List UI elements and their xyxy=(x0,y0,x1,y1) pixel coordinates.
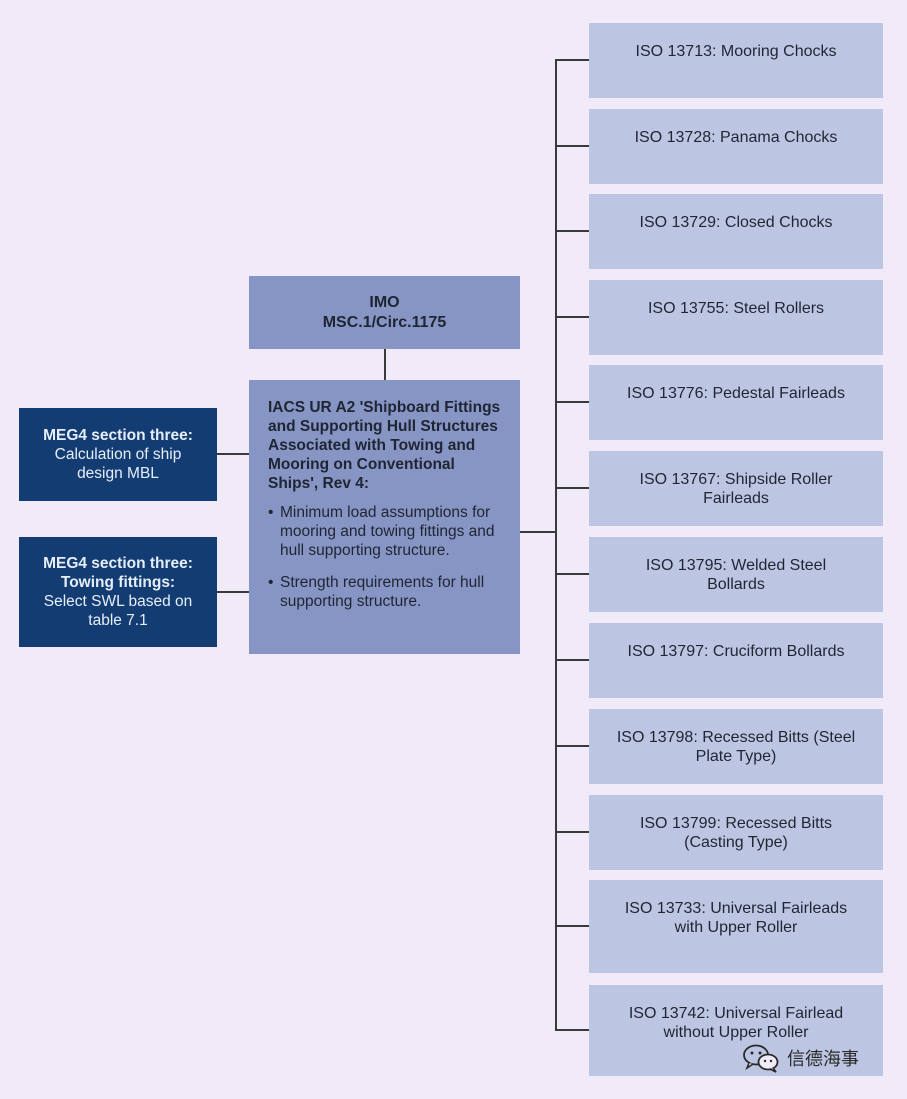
iso-box: ISO 13755: Steel Rollers xyxy=(589,280,883,355)
iso-label: ISO 13729: Closed Chocks xyxy=(639,214,833,231)
imo-title: IMO xyxy=(369,293,400,311)
iso-box: ISO 13729: Closed Chocks xyxy=(589,194,883,269)
iso-label: ISO 13799: Recessed Bitts (Casting Type) xyxy=(639,815,833,851)
iso-label: ISO 13795: Welded Steel Bollards xyxy=(645,557,827,593)
iso-label: ISO 13728: Panama Chocks xyxy=(634,129,838,146)
connector-vertical-bus xyxy=(555,59,557,1031)
meg2-text: Select SWL based on table 7.1 xyxy=(43,593,193,629)
connector-tick xyxy=(555,230,589,232)
iso-box: ISO 13795: Welded Steel Bollards xyxy=(589,537,883,612)
iso-box: ISO 13767: Shipside Roller Fairleads xyxy=(589,451,883,526)
connector-tick xyxy=(555,659,589,661)
iso-box: ISO 13798: Recessed Bitts (Steel Plate T… xyxy=(589,709,883,784)
iacs-title: IACS UR A2 'Shipboard Fittings and Suppo… xyxy=(268,399,501,492)
bullet-dot-icon: • xyxy=(268,504,274,521)
meg4-design-mbl-box: MEG4 section three: Calculation of ship … xyxy=(19,408,217,501)
meg4-towing-fittings-box: MEG4 section three: Towing fittings: Sel… xyxy=(19,537,217,647)
connector-tick xyxy=(555,1029,589,1031)
watermark: 信德海事 xyxy=(741,1043,859,1073)
iso-box: ISO 13742: Universal Fairlead without Up… xyxy=(589,985,883,1076)
imo-box: IMO MSC.1/Circ.1175 xyxy=(249,276,520,349)
iacs-bullet-text: Strength requirements for hull supportin… xyxy=(280,574,485,610)
meg2-subheading: Towing fittings: xyxy=(60,574,176,591)
connector-iacs-bus xyxy=(520,531,556,533)
connector-tick xyxy=(555,59,589,61)
connector-tick xyxy=(555,316,589,318)
iacs-box: IACS UR A2 'Shipboard Fittings and Suppo… xyxy=(249,380,520,654)
iacs-bullet-item: • Minimum load assumptions for mooring an… xyxy=(268,503,508,560)
iso-label: ISO 13767: Shipside Roller Fairleads xyxy=(639,471,833,507)
connector-tick xyxy=(555,831,589,833)
iso-label: ISO 13733: Universal Fairleads with Uppe… xyxy=(624,900,848,936)
iso-label: ISO 13742: Universal Fairlead without Up… xyxy=(628,1005,844,1041)
iso-label: ISO 13755: Steel Rollers xyxy=(647,300,825,317)
iso-label: ISO 13776: Pedestal Fairleads xyxy=(627,385,845,402)
meg1-heading: MEG4 section three: xyxy=(43,427,193,444)
meg2-heading: MEG4 section three: xyxy=(43,555,193,572)
iso-box: ISO 13799: Recessed Bitts (Casting Type) xyxy=(589,795,883,870)
iso-label: ISO 13713: Mooring Chocks xyxy=(635,43,837,60)
connector-imo-iacs xyxy=(384,349,386,380)
iso-box: ISO 13733: Universal Fairleads with Uppe… xyxy=(589,880,883,973)
connector-tick xyxy=(555,487,589,489)
bullet-dot-icon: • xyxy=(268,574,274,591)
connector-tick xyxy=(555,745,589,747)
connector-tick xyxy=(555,401,589,403)
watermark-text: 信德海事 xyxy=(787,1049,859,1069)
connector-tick xyxy=(555,925,589,927)
iacs-bullet-list: • Minimum load assumptions for mooring an… xyxy=(268,503,508,611)
connector-tick xyxy=(555,145,589,147)
wechat-icon xyxy=(743,1044,779,1073)
iso-box: ISO 13728: Panama Chocks xyxy=(589,109,883,184)
connector-meg1-iacs xyxy=(217,453,249,455)
meg1-text: Calculation of ship design MBL xyxy=(54,446,182,482)
iso-label: ISO 13797: Cruciform Bollards xyxy=(627,643,845,660)
iso-box: ISO 13713: Mooring Chocks xyxy=(589,23,883,98)
connector-meg2-iacs xyxy=(217,591,249,593)
iacs-bullet-item: • Strength requirements for hull supporti… xyxy=(268,573,508,611)
iso-box: ISO 13797: Cruciform Bollards xyxy=(589,623,883,698)
iacs-bullet-text: Minimum load assumptions for mooring and… xyxy=(280,504,495,559)
imo-circular: MSC.1/Circ.1175 xyxy=(322,313,447,331)
connector-tick xyxy=(555,573,589,575)
iso-label: ISO 13798: Recessed Bitts (Steel Plate T… xyxy=(616,729,856,765)
iso-box: ISO 13776: Pedestal Fairleads xyxy=(589,365,883,440)
